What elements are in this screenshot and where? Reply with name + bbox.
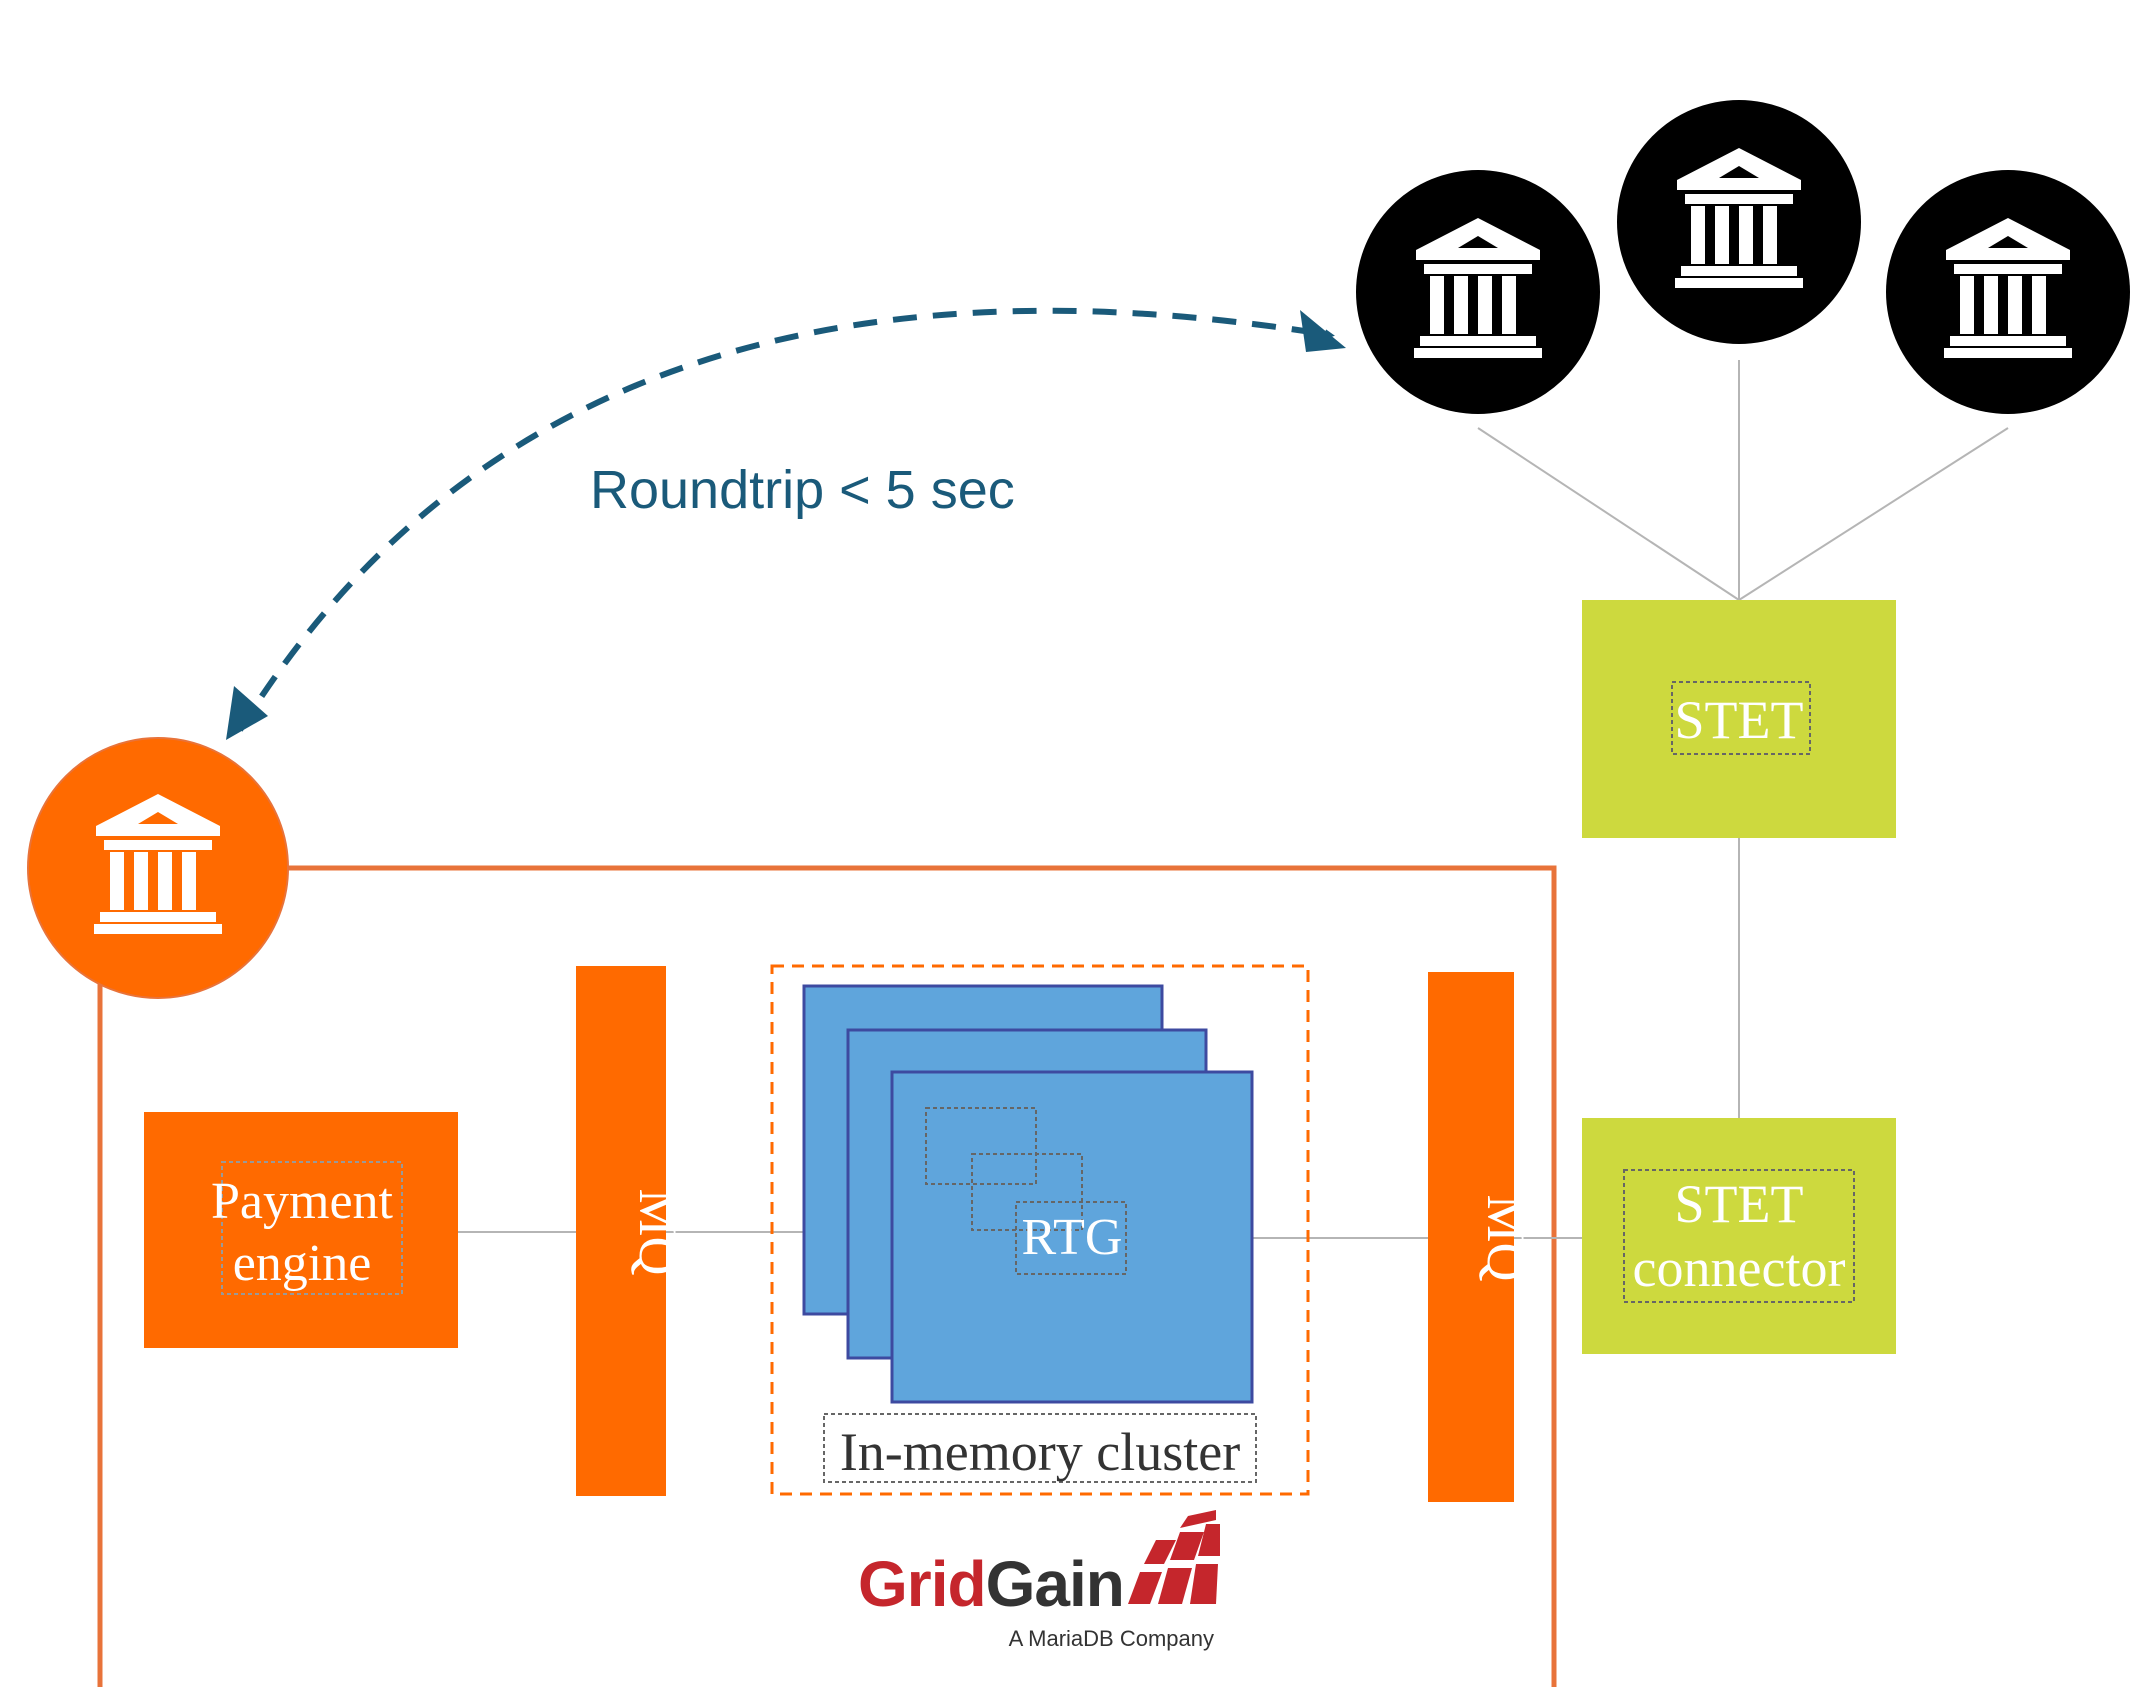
mq-left-label: MQ bbox=[628, 1188, 688, 1275]
mq-right-node[interactable]: MQ bbox=[1428, 972, 1536, 1502]
in-memory-cluster: RTG In-memory cluster bbox=[770, 964, 1310, 1496]
bank-node-3 bbox=[1886, 170, 2130, 414]
payment-engine-label-line1: Payment bbox=[211, 1173, 394, 1230]
bank-node-1 bbox=[1356, 170, 1600, 414]
connector-line-bank1-stet bbox=[1477, 427, 1740, 601]
gridgain-wordmark: GridGain bbox=[858, 1548, 1124, 1620]
arrowhead-left bbox=[226, 686, 268, 740]
gridgain-logo: GridGain A MariaDB Company bbox=[858, 1510, 1220, 1651]
local-bank-node bbox=[27, 737, 289, 999]
mq-right-label: MQ bbox=[1476, 1194, 1536, 1281]
connector-line-bank3-stet bbox=[1738, 427, 2009, 601]
cluster-boundary bbox=[770, 964, 1310, 1496]
gridgain-tagline: A MariaDB Company bbox=[1009, 1626, 1214, 1651]
stet-label: STET bbox=[1675, 690, 1804, 750]
cluster-caption-frame bbox=[823, 1413, 1257, 1483]
stet-node[interactable]: STET bbox=[1582, 600, 1896, 838]
cluster-caption: In-memory cluster bbox=[840, 1422, 1240, 1482]
bank-node-2 bbox=[1617, 100, 1861, 344]
arrowhead-right bbox=[1300, 310, 1346, 352]
roundtrip-label: Roundtrip < 5 sec bbox=[590, 460, 1015, 520]
system-boundary bbox=[97, 865, 1557, 1687]
gridgain-wordmark-gain: Gain bbox=[986, 1548, 1124, 1620]
flow-lines bbox=[458, 1231, 1582, 1239]
stet-connector-label-line1: STET bbox=[1675, 1174, 1804, 1234]
mq-left-node[interactable]: MQ bbox=[576, 966, 688, 1496]
payment-engine-label-line2: engine bbox=[233, 1235, 372, 1292]
rtg-frame-a bbox=[925, 1107, 1037, 1185]
gridgain-grid-mark bbox=[1128, 1510, 1220, 1604]
stet-connector-label-line2: connector bbox=[1633, 1238, 1846, 1298]
roundtrip-arrow bbox=[237, 307, 1335, 732]
rtg-frame-b bbox=[971, 1153, 1083, 1231]
stet-connector-label-frame bbox=[1623, 1169, 1855, 1303]
rtg-label: RTG bbox=[1022, 1209, 1123, 1266]
cluster-node-front[interactable] bbox=[890, 1070, 1254, 1404]
gridgain-wordmark-grid: Grid bbox=[858, 1548, 986, 1620]
bank-connector-lines bbox=[1477, 360, 2009, 1118]
payment-engine-node[interactable]: Payment engine bbox=[144, 1112, 458, 1348]
payment-engine-label-frame bbox=[221, 1161, 403, 1295]
stet-connector-node[interactable]: STET connector bbox=[1582, 1118, 1896, 1354]
